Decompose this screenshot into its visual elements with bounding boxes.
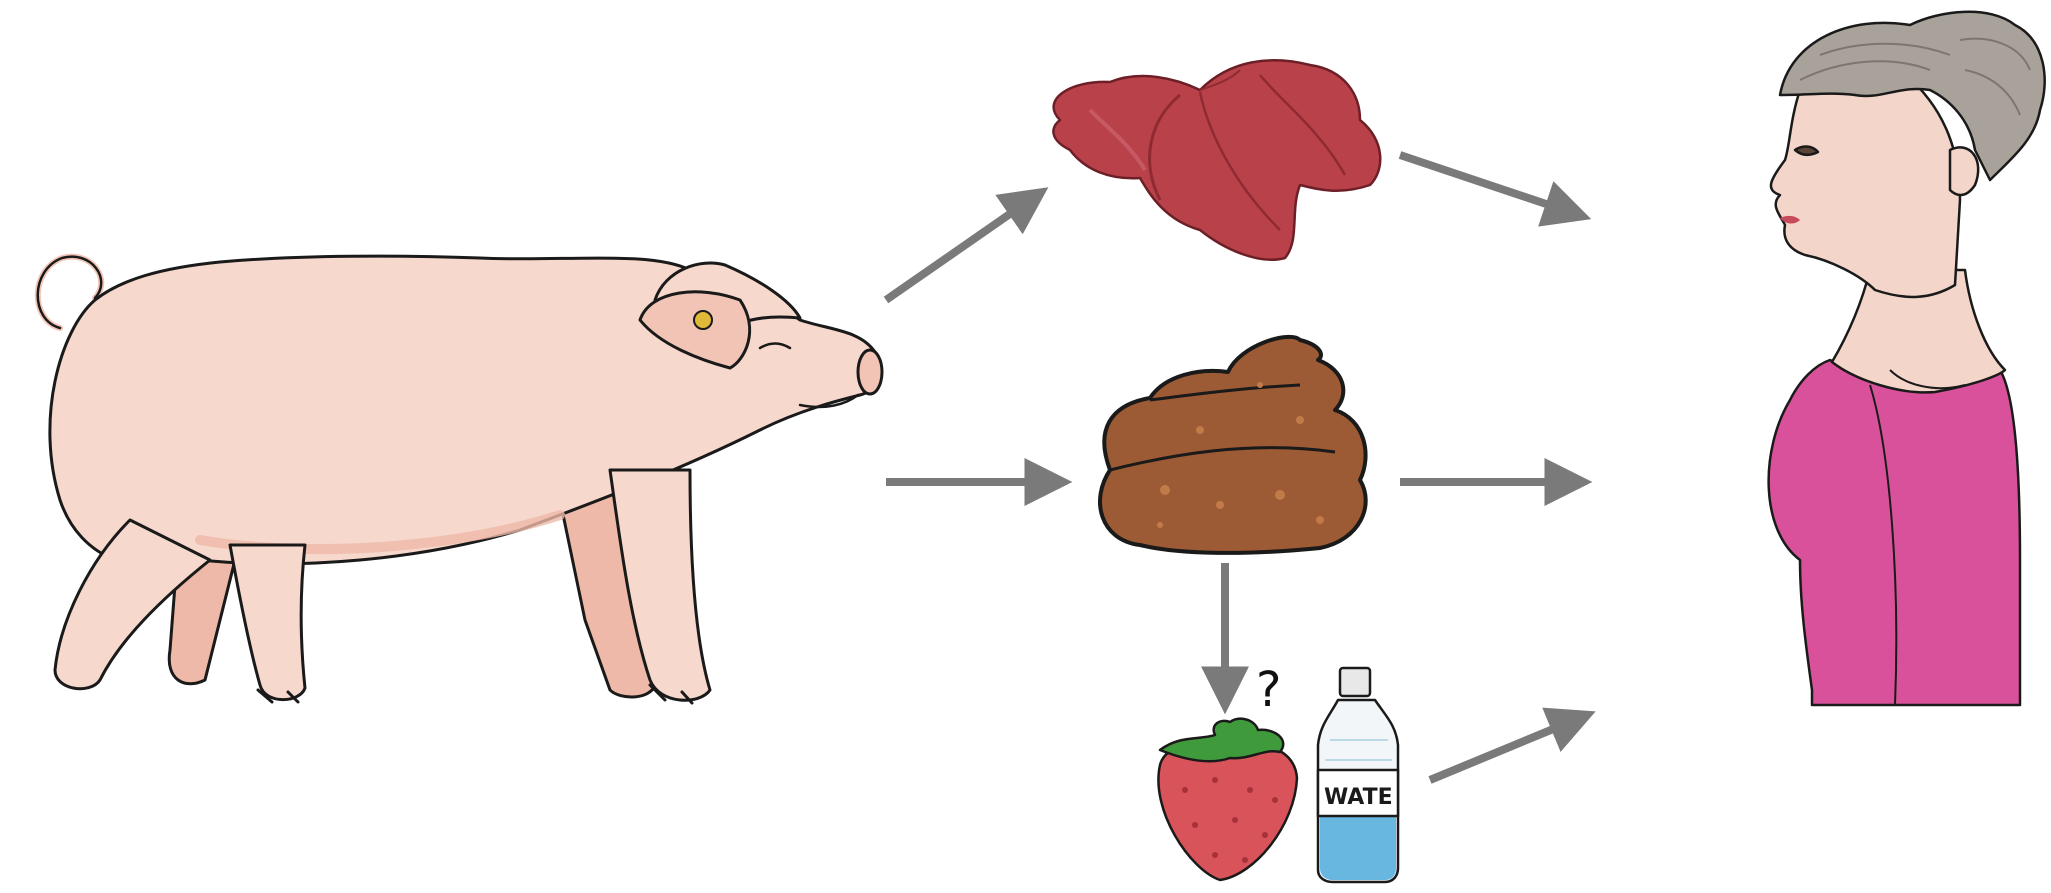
stool-icon: [1100, 337, 1366, 553]
water-bottle-icon: WATE: [1318, 668, 1398, 882]
arrow-liver-to-human: [1400, 155, 1570, 212]
pig-icon: [38, 256, 882, 703]
arrow-food-water-to-human: [1430, 720, 1575, 780]
liver-icon: [1053, 60, 1380, 259]
water-bottle-label: WATE: [1324, 785, 1393, 810]
strawberry-icon: [1158, 719, 1297, 880]
woman-icon: [1769, 12, 2045, 705]
question-mark: ?: [1256, 662, 1281, 718]
arrow-pig-to-liver: [886, 200, 1030, 300]
